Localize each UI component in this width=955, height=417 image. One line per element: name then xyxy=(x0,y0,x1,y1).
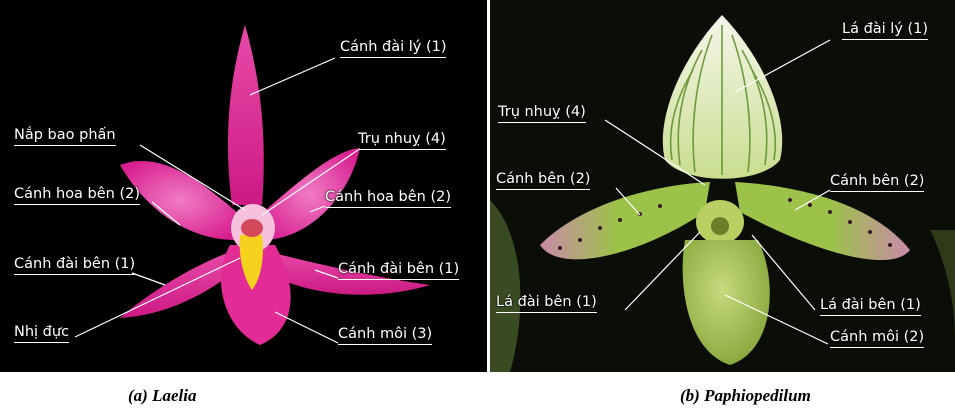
paphiopedilum-photo-panel: Lá đài lý (1) Trụ nhuỵ (4) Cánh bên (2) … xyxy=(490,0,955,372)
label-paph-lip: Cánh môi (2) xyxy=(830,328,924,348)
label-laelia-petal-left: Cánh hoa bên (2) xyxy=(14,185,140,205)
label-laelia-dorsal-sepal: Cánh đài lý (1) xyxy=(340,38,446,58)
caption-paphiopedilum: (b) Paphiopedilum xyxy=(680,386,811,406)
laelia-dorsal-sepal xyxy=(228,25,264,205)
label-paph-petal-right: Cánh bên (2) xyxy=(830,172,924,192)
label-laelia-anther-cap: Nắp bao phấn xyxy=(14,126,116,146)
label-paph-column: Trụ nhuỵ (4) xyxy=(498,103,586,123)
label-laelia-lateral-sepal-right: Cánh đài bên (1) xyxy=(338,260,459,280)
paph-lip xyxy=(683,240,770,365)
label-laelia-stamen: Nhị đực xyxy=(14,323,69,343)
label-laelia-lateral-sepal-left: Cánh đài bên (1) xyxy=(14,255,135,275)
caption-laelia: (a) Laelia xyxy=(128,386,196,406)
label-paph-lateral-sepal-left: Lá đài bên (1) xyxy=(496,293,597,313)
label-laelia-column: Trụ nhuỵ (4) xyxy=(358,130,446,150)
label-laelia-lip: Cánh môi (3) xyxy=(338,325,432,345)
label-paph-petal-left: Cánh bên (2) xyxy=(496,170,590,190)
label-paph-lateral-sepal-right: Lá đài bên (1) xyxy=(820,296,921,316)
label-laelia-petal-right: Cánh hoa bên (2) xyxy=(325,188,451,208)
laelia-photo-panel: Cánh đài lý (1) Nắp bao phấn Trụ nhuỵ (4… xyxy=(0,0,487,372)
label-paph-dorsal-sepal: Lá đài lý (1) xyxy=(842,20,928,40)
